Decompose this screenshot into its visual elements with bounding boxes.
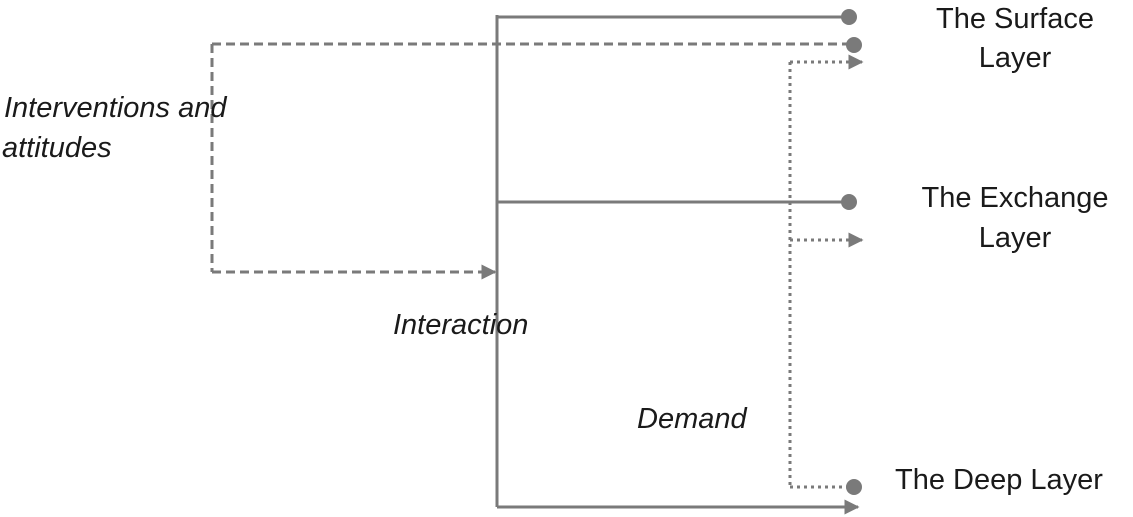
interaction-connectors <box>495 15 860 515</box>
deep-layer-label: The Deep Layer <box>895 464 1103 496</box>
surface-layer-label-line2: Layer <box>978 42 1052 74</box>
deep-dotted-endpoint <box>846 479 862 495</box>
interventions-label-line2: attitudes <box>2 132 112 164</box>
exchange-solid-endpoint <box>841 194 857 210</box>
exchange-layer-label-line1: The Exchange <box>921 182 1109 214</box>
interventions-label-line1: Interventions and <box>4 92 227 124</box>
exchange-layer-label-line2: Layer <box>978 222 1052 254</box>
interaction-label: Interaction <box>393 309 529 341</box>
demand-connectors <box>788 54 864 489</box>
surface-dashed-endpoint <box>846 37 862 53</box>
surface-layer-label-line1: The Surface <box>936 3 1094 35</box>
interventions-connectors <box>210 42 848 280</box>
demand-label: Demand <box>637 403 747 435</box>
surface-solid-endpoint <box>841 9 857 25</box>
